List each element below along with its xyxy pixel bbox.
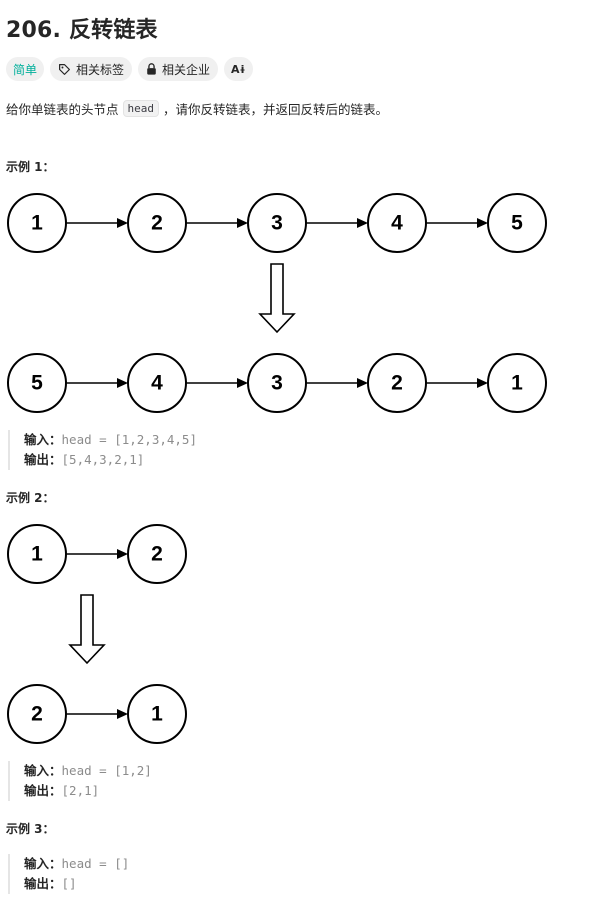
translate-button[interactable]: Aɨ xyxy=(224,57,253,81)
list-node: 3 xyxy=(247,353,307,413)
node-value: 2 xyxy=(151,212,163,235)
node-value: 1 xyxy=(511,372,523,395)
node-value: 2 xyxy=(151,543,163,566)
input-label: 输入： xyxy=(24,856,62,871)
node-value: 1 xyxy=(31,212,43,235)
output-label: 输出： xyxy=(24,783,62,798)
list-node: 4 xyxy=(367,193,427,253)
tag-icon xyxy=(58,63,71,76)
description-code: head xyxy=(122,100,160,117)
next-pointer-arrow xyxy=(66,709,128,719)
list-node: 1 xyxy=(127,684,187,744)
difficulty-label: 简单 xyxy=(13,62,38,77)
node-value: 1 xyxy=(31,543,43,566)
node-value: 2 xyxy=(31,703,43,726)
down-arrow-icon xyxy=(258,263,296,334)
description-text-after: ，请你反转链表，并返回反转后的链表。 xyxy=(163,102,389,117)
difficulty-badge[interactable]: 简单 xyxy=(6,57,45,81)
problem-title: 206. 反转链表 xyxy=(6,18,158,43)
related-companies-button[interactable]: 相关企业 xyxy=(138,57,219,81)
related-tags-label: 相关标签 xyxy=(76,62,125,77)
lock-icon xyxy=(146,63,157,75)
example-1-io: 输入：head = [1,2,3,4,5] 输出：[5,4,3,2,1] xyxy=(8,430,197,470)
next-pointer-arrow xyxy=(186,218,248,228)
next-pointer-arrow xyxy=(306,378,368,388)
list-node: 1 xyxy=(7,193,67,253)
node-value: 4 xyxy=(391,212,403,235)
node-value: 5 xyxy=(511,212,523,235)
output-label: 输出： xyxy=(24,876,62,891)
input-value: head = [] xyxy=(61,856,130,871)
down-arrow-icon xyxy=(68,594,106,665)
example-3-title: 示例 3： xyxy=(6,822,55,836)
example-1-title: 示例 1： xyxy=(6,160,55,174)
description-text-before: 给你单链表的头节点 xyxy=(6,102,119,117)
list-node: 1 xyxy=(7,524,67,584)
translate-icon: Aɨ xyxy=(231,62,246,76)
node-value: 3 xyxy=(271,372,283,395)
node-value: 5 xyxy=(31,372,43,395)
node-circle xyxy=(487,353,547,413)
tag-bar: 简单 相关标签 相关企业 Aɨ xyxy=(6,57,253,81)
node-circle xyxy=(487,193,547,253)
list-node: 2 xyxy=(367,353,427,413)
list-node: 4 xyxy=(127,353,187,413)
node-value: 4 xyxy=(151,372,163,395)
example-3-io: 输入：head = [] 输出：[] xyxy=(8,854,129,894)
example-2-title: 示例 2： xyxy=(6,491,55,505)
related-companies-label: 相关企业 xyxy=(162,62,211,77)
output-value: [5,4,3,2,1] xyxy=(61,452,145,467)
list-node: 1 xyxy=(487,353,547,413)
example-2-io: 输入：head = [1,2] 输出：[2,1] xyxy=(8,761,152,801)
list-node: 3 xyxy=(247,193,307,253)
node-value: 1 xyxy=(151,703,163,726)
example-2-diagram: 1 2 2 1 xyxy=(7,524,187,744)
list-node: 5 xyxy=(7,353,67,413)
input-value: head = [1,2,3,4,5] xyxy=(61,432,197,447)
input-label: 输入： xyxy=(24,763,62,778)
input-label: 输入： xyxy=(24,432,62,447)
output-value: [2,1] xyxy=(61,783,100,798)
list-node: 2 xyxy=(7,684,67,744)
next-pointer-arrow xyxy=(66,378,128,388)
next-pointer-arrow xyxy=(306,218,368,228)
node-value: 3 xyxy=(271,212,283,235)
next-pointer-arrow xyxy=(426,218,488,228)
input-value: head = [1,2] xyxy=(61,763,152,778)
node-circle xyxy=(127,684,187,744)
list-node: 2 xyxy=(127,524,187,584)
next-pointer-arrow xyxy=(66,218,128,228)
list-node: 5 xyxy=(487,193,547,253)
next-pointer-arrow xyxy=(186,378,248,388)
list-node: 2 xyxy=(127,193,187,253)
node-circle xyxy=(127,524,187,584)
problem-description: 给你单链表的头节点 head ，请你反转链表，并返回反转后的链表。 xyxy=(6,99,388,118)
next-pointer-arrow xyxy=(66,549,128,559)
output-label: 输出： xyxy=(24,452,62,467)
output-value: [] xyxy=(61,876,77,891)
related-tags-button[interactable]: 相关标签 xyxy=(50,57,133,81)
example-1-diagram: 1 2 3 4 5 5 4 3 2 1 xyxy=(7,193,547,413)
next-pointer-arrow xyxy=(426,378,488,388)
node-value: 2 xyxy=(391,372,403,395)
